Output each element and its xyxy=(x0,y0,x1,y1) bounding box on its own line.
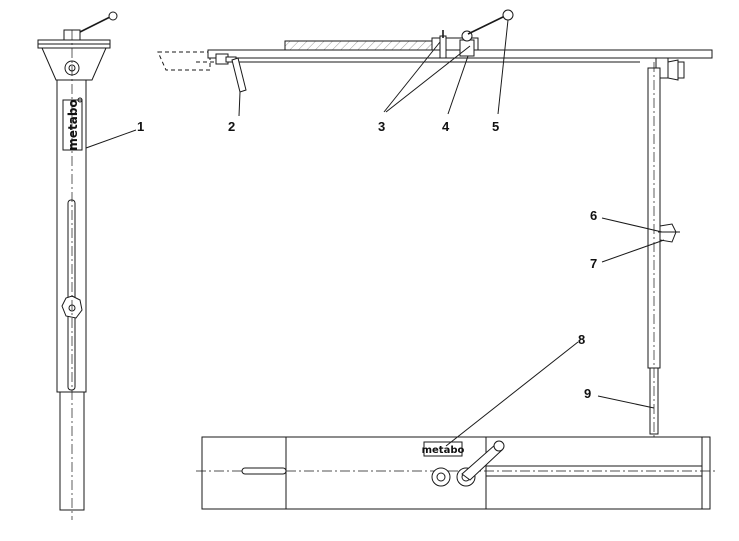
mitre-slot xyxy=(241,467,287,475)
table-clamp-lever xyxy=(231,57,247,93)
adjustment-slot xyxy=(67,199,76,391)
table-extension-front-view: 2 3 4 5 6 7 9 xyxy=(157,9,713,438)
callout-1: 1 xyxy=(137,119,144,134)
callout-8: 8 xyxy=(578,332,585,347)
table-extension-top-view: metabo 8 xyxy=(196,332,716,510)
clamp-washer-left xyxy=(431,467,451,487)
height-knob xyxy=(659,223,677,243)
saw-table-outline xyxy=(157,51,211,71)
bracket-knob xyxy=(677,61,685,79)
support-leg-side-view: metabo 1 xyxy=(37,11,144,520)
brand-label-horizontal: metabo xyxy=(422,445,465,456)
fence-clamp-lever xyxy=(467,15,506,35)
callout-2: 2 xyxy=(228,119,235,134)
callout-6: 6 xyxy=(590,208,597,223)
brand-label-vertical: metabo xyxy=(66,99,80,150)
callout-7: 7 xyxy=(590,256,597,271)
callout-5: 5 xyxy=(492,119,499,134)
callout-9: 9 xyxy=(584,386,591,401)
brand-label-plate xyxy=(62,99,83,151)
callout-3: 3 xyxy=(378,119,385,134)
callout-4: 4 xyxy=(442,119,450,134)
workpiece xyxy=(284,40,433,51)
brand-plate-top-view xyxy=(423,441,463,457)
